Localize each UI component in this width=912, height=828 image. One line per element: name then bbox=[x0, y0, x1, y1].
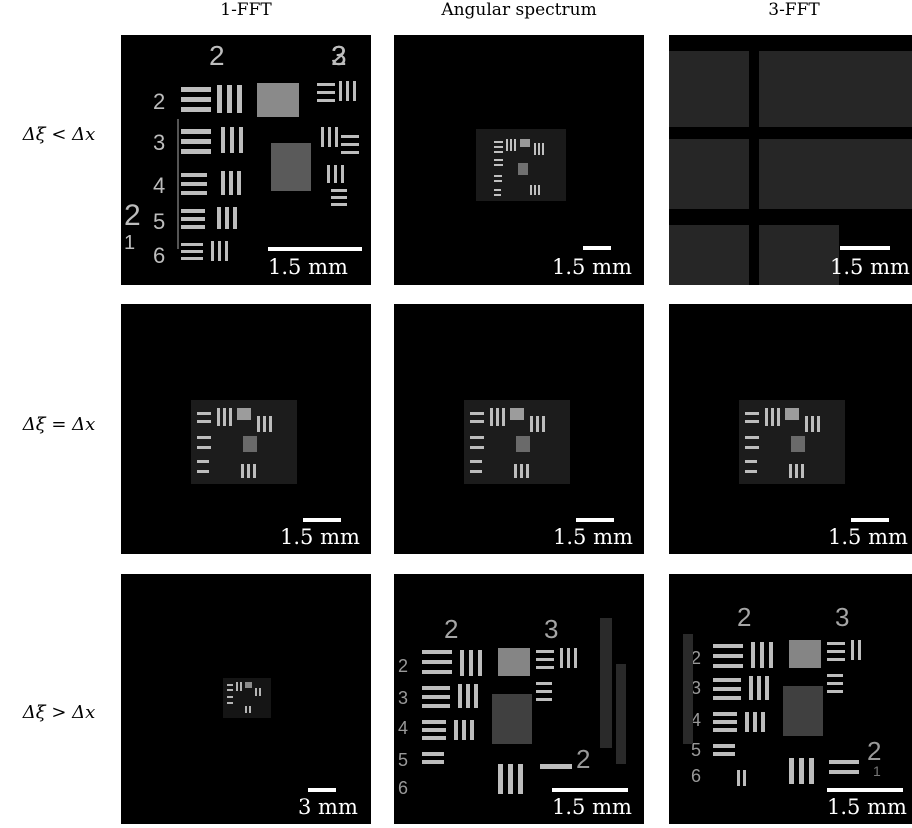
usaf-target-image bbox=[191, 400, 297, 484]
scale-bar-label: 3 mm bbox=[298, 795, 358, 819]
svg-text:4: 4 bbox=[153, 173, 165, 198]
svg-text:2: 2 bbox=[124, 199, 141, 232]
usaf-target-image-small bbox=[223, 678, 271, 718]
usaf-target-image bbox=[464, 400, 570, 484]
column-header-angular-spectrum: Angular spectrum bbox=[441, 0, 597, 20]
scale-bar-label: 1.5 mm bbox=[552, 795, 632, 819]
scale-bar-label: 1.5 mm bbox=[552, 255, 632, 279]
svg-text:6: 6 bbox=[398, 778, 408, 798]
svg-text:1: 1 bbox=[124, 232, 135, 254]
svg-text:3: 3 bbox=[331, 40, 347, 71]
scale-bar-label: 1.5 mm bbox=[827, 795, 907, 819]
svg-text:4: 4 bbox=[398, 718, 408, 738]
usaf-target-image bbox=[476, 129, 566, 201]
svg-text:5: 5 bbox=[398, 750, 408, 770]
panel-row1-col1fft: 2 3 2 3 2 3 4 5 6 2 1 bbox=[121, 35, 371, 285]
panel-row3-3fft: 2 3 2 3 4 5 6 2 1 1.5 mm bbox=[669, 574, 912, 824]
panel-row1-angular: 1.5 mm bbox=[394, 35, 644, 285]
usaf-target-zoomed: 2 3 2 3 4 5 6 2 bbox=[398, 614, 626, 798]
svg-text:5: 5 bbox=[691, 740, 701, 760]
svg-text:1: 1 bbox=[873, 763, 881, 779]
scale-bar bbox=[308, 788, 336, 792]
svg-text:2: 2 bbox=[691, 648, 701, 668]
svg-text:2: 2 bbox=[398, 656, 408, 676]
panel-row3-1fft: 3 mm bbox=[121, 574, 371, 824]
row-header-less: Δξ < Δx bbox=[22, 124, 96, 145]
svg-text:2: 2 bbox=[867, 736, 881, 766]
svg-text:6: 6 bbox=[153, 243, 165, 268]
scale-bar bbox=[268, 247, 362, 251]
svg-text:3: 3 bbox=[691, 678, 701, 698]
svg-text:3: 3 bbox=[398, 688, 408, 708]
usaf-target-image: 2 3 2 3 4 5 6 2 1 bbox=[124, 40, 359, 268]
panel-row2-3fft: 1.5 mm bbox=[669, 304, 912, 554]
usaf-target-zoomed: 2 3 bbox=[331, 40, 347, 71]
scale-bar bbox=[583, 246, 611, 250]
scale-bar bbox=[840, 246, 890, 250]
svg-text:2: 2 bbox=[153, 89, 165, 114]
scale-bar-label: 1.5 mm bbox=[830, 255, 910, 279]
usaf-target-zoomed: 2 3 2 3 4 5 6 2 1 bbox=[683, 602, 881, 786]
panel-row2-1fft: 1.5 mm bbox=[121, 304, 371, 554]
scale-bar bbox=[851, 518, 889, 522]
scale-bar bbox=[552, 788, 628, 792]
row-header-equal: Δξ = Δx bbox=[22, 414, 96, 435]
scale-bar-label: 1.5 mm bbox=[828, 525, 908, 549]
row-header-greater: Δξ > Δx bbox=[22, 702, 96, 723]
svg-text:3: 3 bbox=[544, 614, 558, 644]
scale-bar bbox=[827, 788, 903, 792]
column-header-3fft: 3-FFT bbox=[768, 0, 820, 20]
scale-bar bbox=[303, 518, 341, 522]
svg-text:2: 2 bbox=[444, 614, 458, 644]
svg-text:5: 5 bbox=[153, 209, 165, 234]
scale-bar-label: 1.5 mm bbox=[280, 525, 360, 549]
column-header-1fft: 1-FFT bbox=[220, 0, 272, 20]
scale-bar bbox=[576, 518, 614, 522]
panel-row1-3fft: 1.5 mm bbox=[669, 35, 912, 285]
panel-row3-angular: 2 3 2 3 4 5 6 2 1.5 mm bbox=[394, 574, 644, 824]
panel-row2-angular: 1.5 mm bbox=[394, 304, 644, 554]
scale-bar-label: 1.5 mm bbox=[553, 525, 633, 549]
svg-text:3: 3 bbox=[153, 130, 165, 155]
svg-text:2: 2 bbox=[737, 602, 751, 632]
usaf-target-image bbox=[739, 400, 845, 484]
svg-text:2: 2 bbox=[331, 40, 347, 71]
svg-text:6: 6 bbox=[691, 766, 701, 786]
svg-text:3: 3 bbox=[835, 602, 849, 632]
svg-text:2: 2 bbox=[576, 744, 590, 774]
svg-text:2: 2 bbox=[209, 40, 225, 71]
usaf-target-tiled bbox=[669, 51, 912, 285]
scale-bar-label: 1.5 mm bbox=[268, 255, 348, 279]
svg-text:4: 4 bbox=[691, 710, 701, 730]
